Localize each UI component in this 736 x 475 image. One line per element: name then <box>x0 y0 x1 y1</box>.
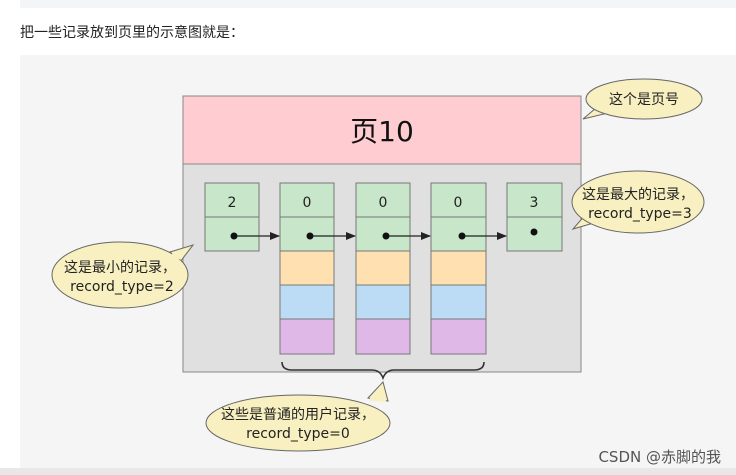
bottom-toolbar-strip <box>0 468 736 475</box>
record-value: 2 <box>228 195 237 211</box>
callout-user-text-2: record_type=0 <box>246 426 350 442</box>
record-pointer <box>306 232 314 240</box>
record-user: 0 <box>430 182 487 355</box>
intro-text: 把一些记录放到页里的示意图就是： <box>20 25 244 41</box>
page-label: 页10 <box>350 115 414 148</box>
record-value: 0 <box>379 195 388 211</box>
record-value: 0 <box>303 195 312 211</box>
record-value: 0 <box>454 195 463 211</box>
record-pointer <box>530 228 538 236</box>
callout-max-text-2: record_type=3 <box>588 206 692 222</box>
record-pointer <box>382 232 390 240</box>
record-max: 3 <box>506 182 563 252</box>
callout-min-text-1: 这是最小的记录， <box>64 259 176 276</box>
record-value: 3 <box>530 195 539 211</box>
page-header <box>182 95 582 165</box>
watermark: CSDN @赤脚的我 <box>598 448 721 466</box>
record-user: 0 <box>279 182 335 355</box>
record-min: 2 <box>204 182 260 252</box>
callout-max-record: 这是最大的记录， record_type=3 <box>571 170 705 234</box>
user-records-brace <box>281 361 485 381</box>
record-pointer <box>230 232 238 240</box>
callout-min-record: 这是最小的记录， record_type=2 <box>51 241 195 309</box>
record-user: 0 <box>355 182 411 355</box>
callout-max-text-1: 这是最大的记录， <box>582 186 694 203</box>
callout-page-number-text: 这个是页号 <box>609 91 679 108</box>
record-pointer <box>458 232 466 240</box>
callout-user-text-1: 这些是普通的用户记录， <box>221 406 375 423</box>
callout-min-text-2: record_type=2 <box>70 279 174 295</box>
callout-user-records: 这些是普通的用户记录， record_type=0 <box>205 380 391 452</box>
callout-page-number: 这个是页号 <box>582 78 703 120</box>
top-strip <box>20 0 736 8</box>
